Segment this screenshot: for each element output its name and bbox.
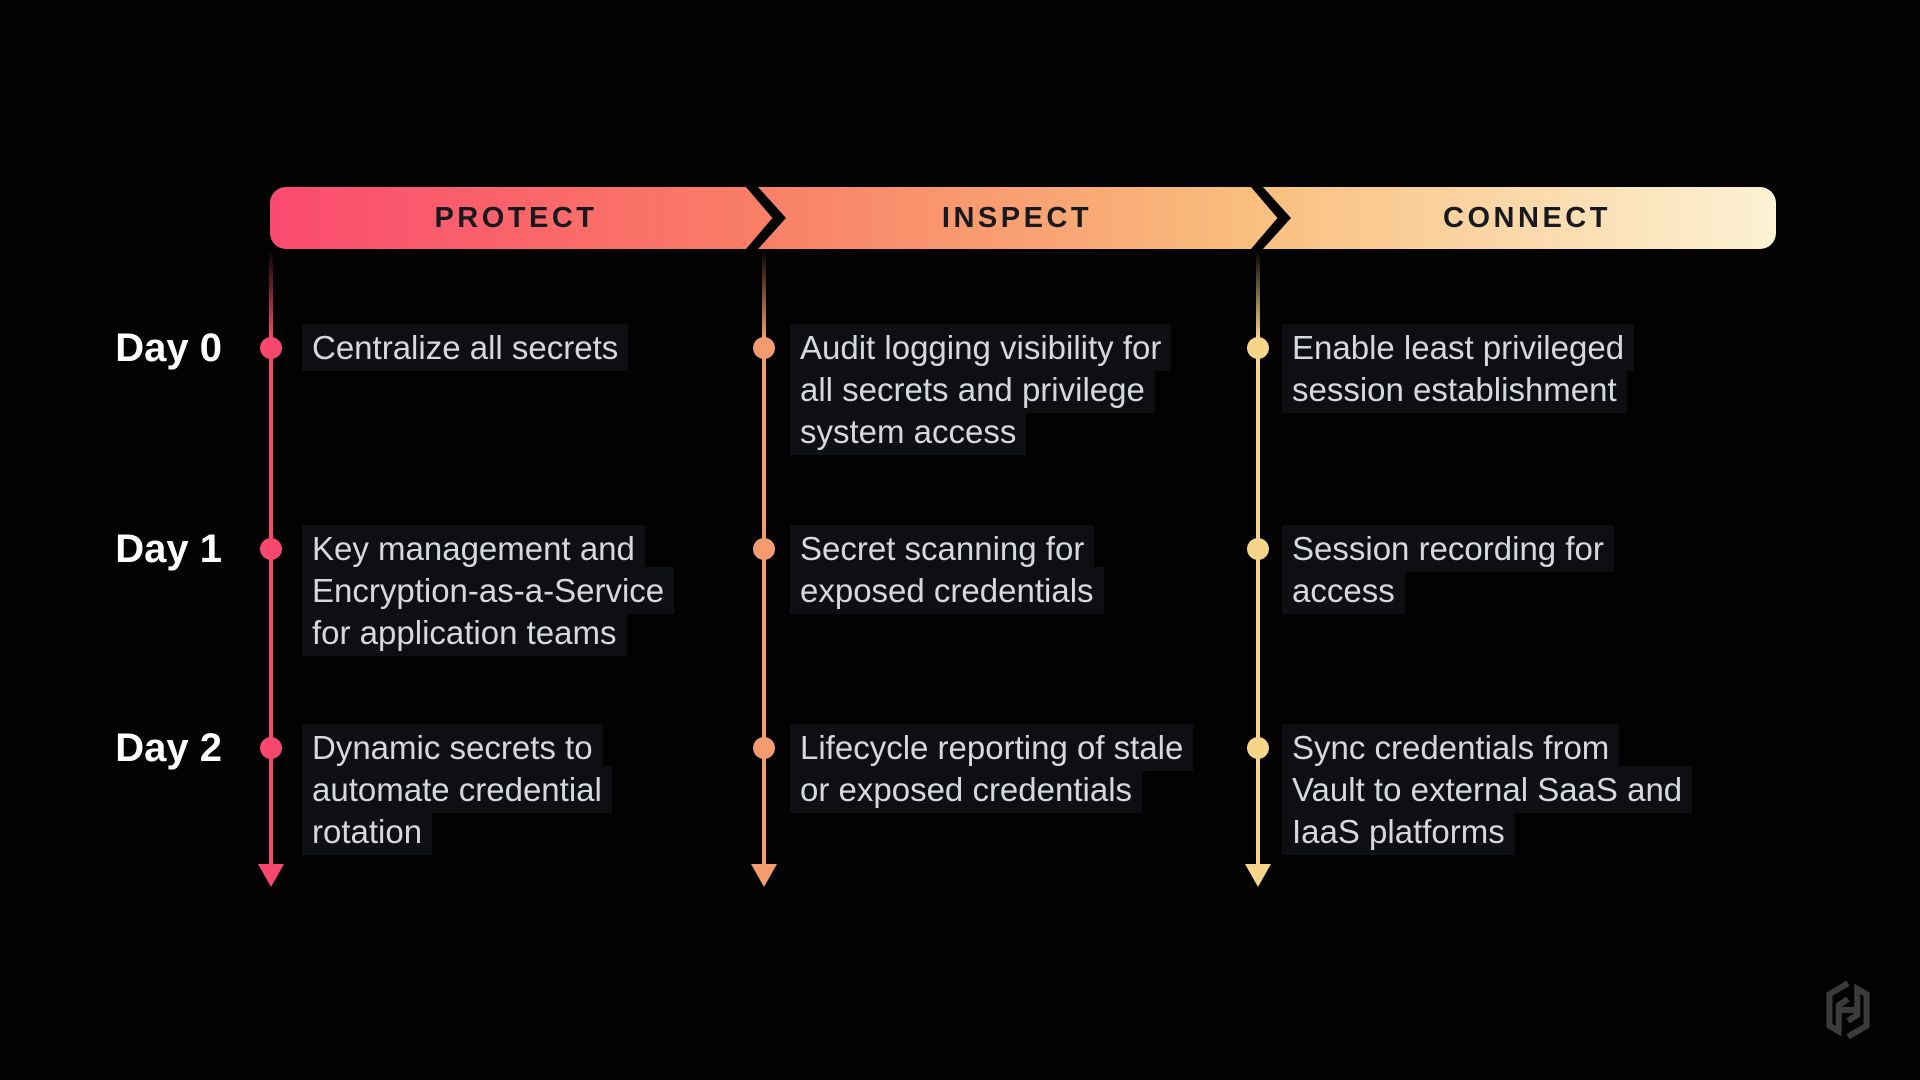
task-item: Centralize all secrets bbox=[302, 324, 782, 371]
timeline-dot bbox=[753, 538, 775, 560]
task-text: Audit logging visibility for all secrets… bbox=[790, 324, 1172, 455]
timeline-dot bbox=[260, 538, 282, 560]
timeline-line-fade bbox=[762, 250, 766, 338]
phase-label-protect: PROTECT bbox=[434, 202, 598, 234]
arrow-down-icon bbox=[258, 864, 284, 887]
timeline-dot bbox=[753, 337, 775, 359]
task-text: Secret scanning for exposed credentials bbox=[790, 525, 1104, 614]
task-text: Lifecycle reporting of stale or exposed … bbox=[790, 724, 1194, 813]
task-item: Dynamic secrets to automate credential r… bbox=[302, 724, 782, 855]
task-text: Session recording for access bbox=[1282, 525, 1614, 614]
arrow-down-icon bbox=[1245, 864, 1271, 887]
phase-banner: PROTECT INSPECT CONNECT bbox=[270, 187, 1776, 249]
task-text: Centralize all secrets bbox=[302, 324, 629, 371]
task-text: Sync credentials from Vault to external … bbox=[1282, 724, 1693, 855]
task-item: Sync credentials from Vault to external … bbox=[1282, 724, 1762, 855]
task-item: Audit logging visibility for all secrets… bbox=[790, 324, 1270, 455]
task-item: Session recording for access bbox=[1282, 525, 1762, 614]
task-item: Lifecycle reporting of stale or exposed … bbox=[790, 724, 1270, 813]
day-label-2: Day 2 bbox=[115, 726, 222, 770]
timeline-dot bbox=[1247, 737, 1269, 759]
hashicorp-logo-icon bbox=[1820, 980, 1876, 1040]
task-item: Key management and Encryption-as-a-Servi… bbox=[302, 525, 782, 656]
task-text: Enable least privileged session establis… bbox=[1282, 324, 1635, 413]
timeline-line-fade bbox=[1256, 250, 1260, 338]
task-item: Enable least privileged session establis… bbox=[1282, 324, 1762, 413]
task-text: Dynamic secrets to automate credential r… bbox=[302, 724, 612, 855]
timeline-line-fade bbox=[269, 250, 273, 338]
timeline-dot bbox=[260, 337, 282, 359]
phase-label-inspect: INSPECT bbox=[941, 202, 1093, 234]
arrow-down-icon bbox=[751, 864, 777, 887]
timeline-dot bbox=[1247, 337, 1269, 359]
task-text: Key management and Encryption-as-a-Servi… bbox=[302, 525, 675, 656]
phase-label-connect: CONNECT bbox=[1443, 202, 1611, 234]
timeline-dot bbox=[753, 737, 775, 759]
timeline-dot bbox=[1247, 538, 1269, 560]
task-item: Secret scanning for exposed credentials bbox=[790, 525, 1270, 614]
day-label-1: Day 1 bbox=[115, 527, 222, 571]
day-label-0: Day 0 bbox=[115, 326, 222, 370]
timeline-dot bbox=[260, 737, 282, 759]
